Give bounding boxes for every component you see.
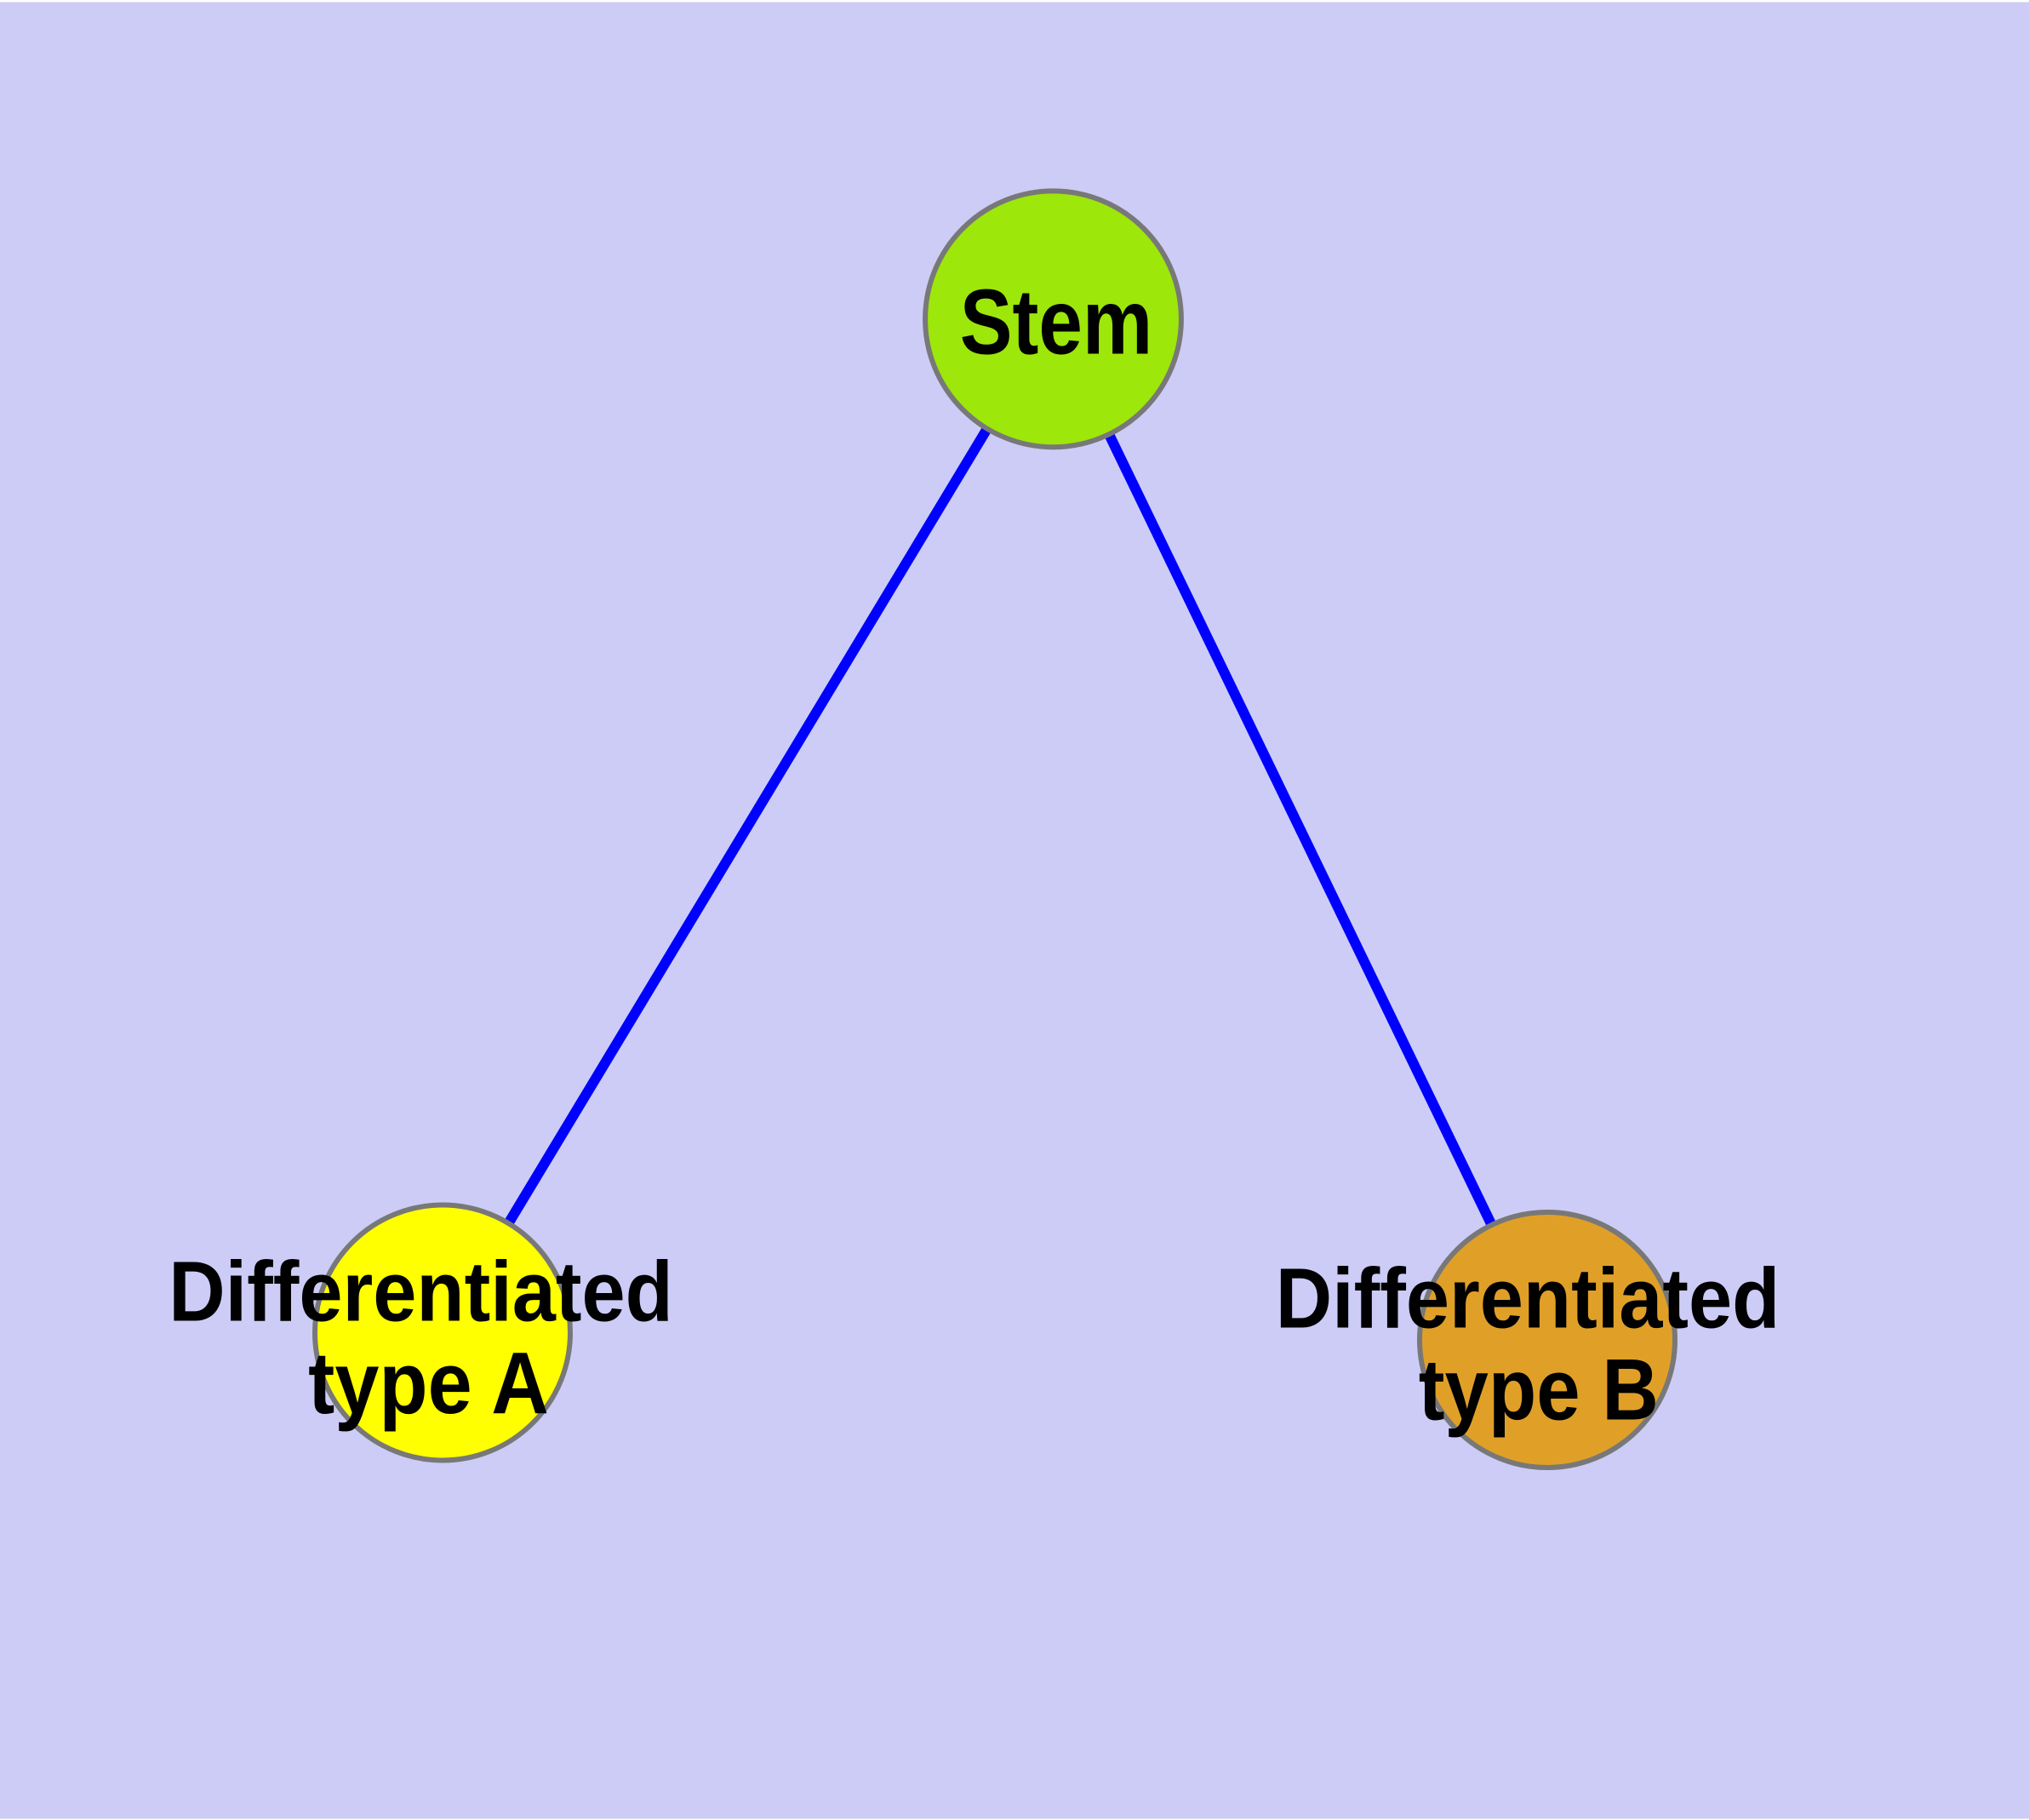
svg-text:Stem: Stem <box>960 272 1152 374</box>
svg-text:type A: type A <box>308 1334 549 1432</box>
svg-text:Differentiated: Differentiated <box>1276 1251 1780 1347</box>
svg-text:Differentiated: Differentiated <box>169 1245 673 1340</box>
svg-text:type B: type B <box>1419 1341 1659 1438</box>
